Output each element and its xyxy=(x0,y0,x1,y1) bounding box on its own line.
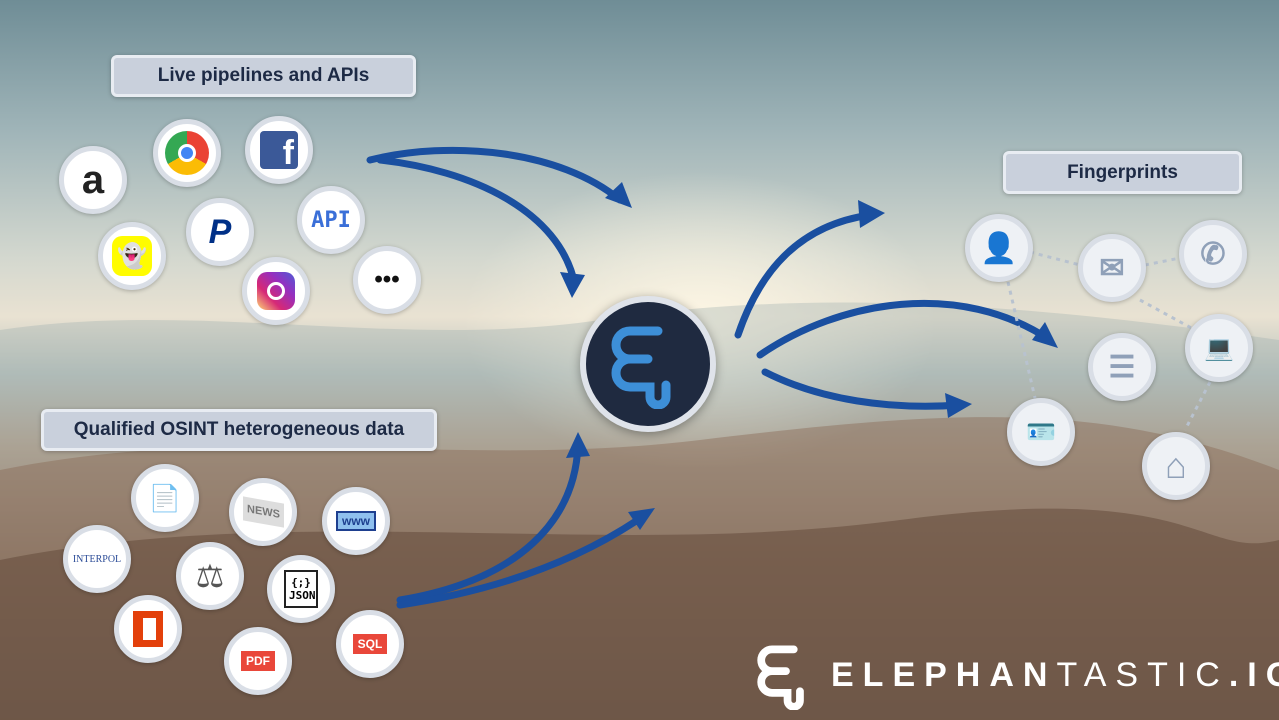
more-icon: ••• xyxy=(353,246,421,314)
brand-logo: ELEPHANTASTIC.IO xyxy=(755,640,1279,710)
arrow xyxy=(761,368,964,410)
chrome-icon xyxy=(153,119,221,187)
api-icon: API xyxy=(297,186,365,254)
www-icon: www xyxy=(322,487,390,555)
laptop-icon: 💻 xyxy=(1185,314,1253,382)
pdf-file-icon: PDF xyxy=(224,627,292,695)
amazon-icon: a xyxy=(59,146,127,214)
brand-name-light: TASTIC xyxy=(1056,655,1229,694)
arrow xyxy=(366,146,624,204)
id-card-icon: 🪪 xyxy=(1007,398,1075,466)
brand-suffix: .IO xyxy=(1228,655,1279,694)
interpol-icon: INTERPOL xyxy=(63,525,131,593)
snapchat-icon: 👻 xyxy=(98,222,166,290)
server-icon: ☰ xyxy=(1088,333,1156,401)
brand-name-bold: ELEPHAN xyxy=(831,655,1057,694)
sql-file-icon: SQL xyxy=(336,610,404,678)
instagram-icon xyxy=(242,257,310,325)
fingerprints-label: Fingerprints xyxy=(1003,151,1242,194)
document-icon: 📄 xyxy=(131,464,199,532)
person-icon: 👤 xyxy=(965,214,1033,282)
elephantastic-hub-logo xyxy=(580,296,716,432)
osint-label: Qualified OSINT heterogeneous data xyxy=(41,409,437,451)
arrow xyxy=(376,156,579,289)
justice-scales-icon: ⚖ xyxy=(176,542,244,610)
live-pipelines-label: Live pipelines and APIs xyxy=(111,55,416,97)
paypal-icon: P xyxy=(186,198,254,266)
email-icon: ✉ xyxy=(1078,234,1146,302)
office-icon xyxy=(114,595,182,663)
arrow xyxy=(396,441,582,604)
facebook-icon: f xyxy=(245,116,313,184)
json-file-icon: {;} JSON xyxy=(267,555,335,623)
news-icon: NEWS xyxy=(229,478,297,546)
brand-logo-icon xyxy=(757,645,804,710)
arrow xyxy=(396,511,649,609)
arrow xyxy=(734,211,874,339)
home-icon: ⌂ xyxy=(1142,432,1210,500)
arrow xyxy=(756,299,1054,359)
phone-icon: ✆ xyxy=(1179,220,1247,288)
